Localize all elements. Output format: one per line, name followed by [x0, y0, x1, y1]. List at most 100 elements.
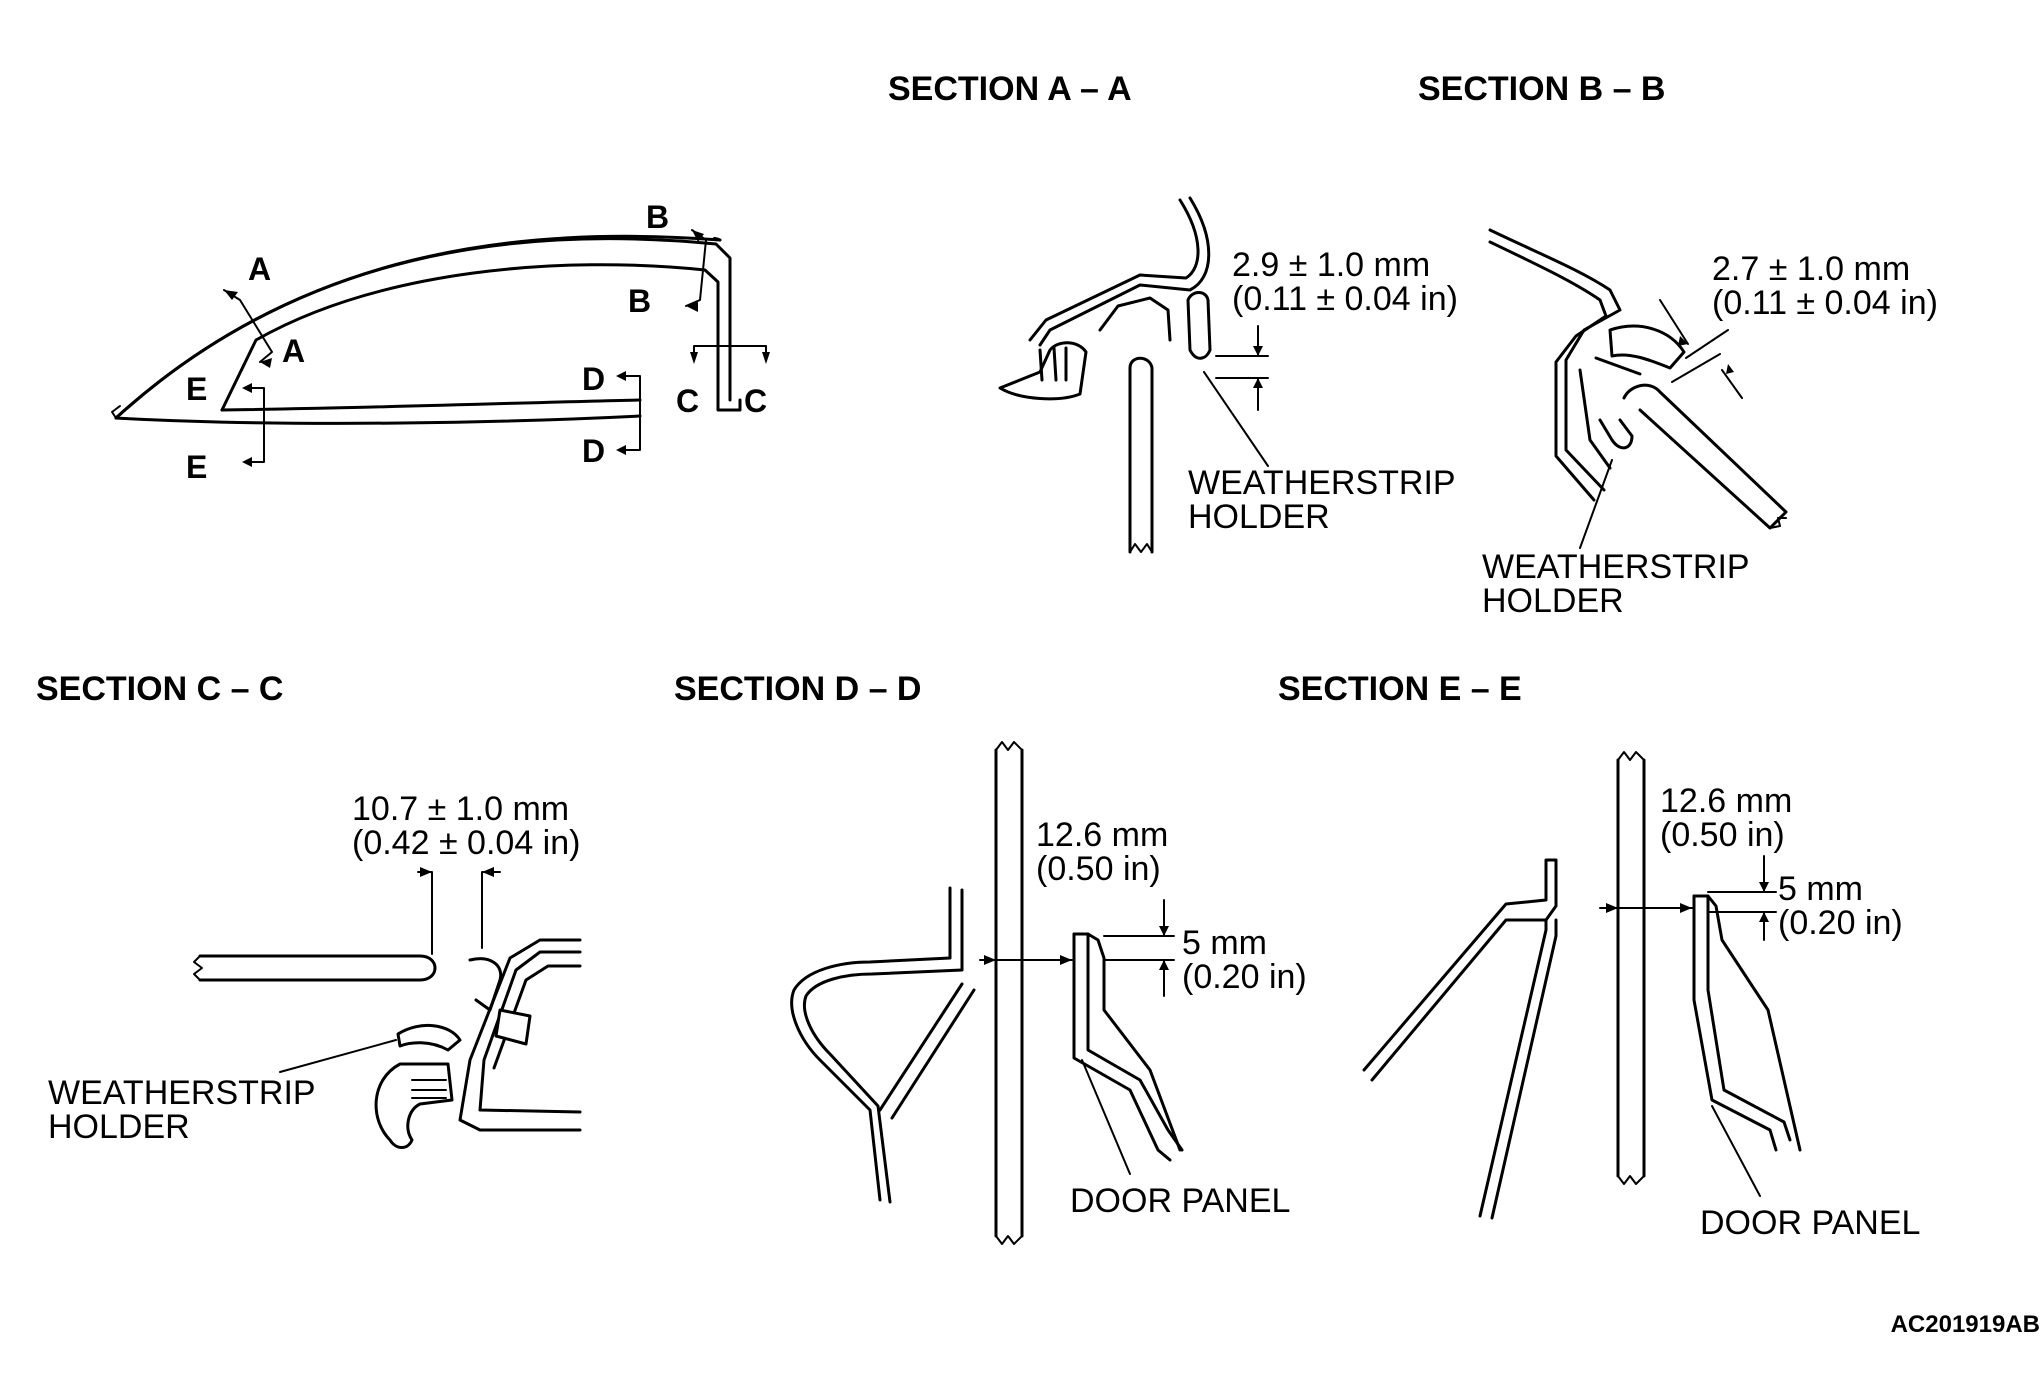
aa-outer-panel — [1038, 196, 1211, 347]
cc-clip-block — [494, 1008, 532, 1046]
cc-dim-mm: 10.7 ± 1.0 mm — [352, 790, 569, 828]
cut-line-c — [693, 345, 767, 353]
cut-label-e1: E — [186, 371, 207, 407]
cc-dim-in: (0.42 ± 0.04 in) — [352, 824, 580, 862]
ee-glass-break-top — [1617, 751, 1645, 761]
dd-callout-leader — [1081, 1059, 1131, 1175]
bb-glass-break — [1769, 517, 1787, 529]
cc-callout-2: HOLDER — [48, 1108, 190, 1146]
ee-door-panel-inner — [1706, 894, 1792, 1142]
section-cc: SECTION C – C 10.7 ± 1.0 mm (0.42 ± 0.04… — [36, 670, 582, 1149]
ee-glass-break-bot — [1617, 1175, 1645, 1185]
ee-glass — [1616, 758, 1646, 1178]
dd-door-panel — [1072, 932, 1172, 1162]
section-bb: SECTION B – B 2.7 ± 1.0 mm (0.11 ± 0.04 … — [1418, 70, 1938, 620]
rear-bracket — [716, 398, 742, 412]
ee-trim-inner — [1478, 918, 1558, 1220]
dd-dim1-in: (0.50 in) — [1036, 850, 1161, 888]
section-bb-title: SECTION B – B — [1418, 70, 1665, 108]
dd-dim1-mm: 12.6 mm — [1036, 816, 1168, 854]
bb-roof-panel-inner — [1488, 240, 1608, 502]
cut-label-c2: C — [744, 383, 767, 419]
bb-dim-mm: 2.7 ± 1.0 mm — [1712, 250, 1910, 288]
aa-inner-flange — [1098, 296, 1172, 342]
aa-outer-panel-inner — [1028, 198, 1200, 342]
cc-glass-break — [193, 955, 203, 981]
aa-glass-break — [1129, 543, 1153, 553]
ee-callout: DOOR PANEL — [1700, 1204, 1920, 1242]
bb-holder-body — [1578, 356, 1642, 470]
dd-callout: DOOR PANEL — [1070, 1182, 1290, 1220]
cc-holder — [396, 1023, 462, 1052]
cc-callout-leader — [279, 1039, 397, 1073]
section-ee-title: SECTION E – E — [1278, 670, 1522, 708]
aa-callout-leader — [1203, 371, 1269, 467]
dd-glass-break-top — [995, 741, 1023, 751]
cc-panel-outer — [458, 938, 582, 1132]
cut-label-b2: B — [628, 283, 651, 319]
aa-callout-2: HOLDER — [1188, 498, 1330, 536]
cut-label-a1: A — [248, 251, 271, 287]
glass-outer-edge — [114, 237, 732, 420]
section-aa: SECTION A – A 2.9 ± 1.0 mm (0.11 ± 0.04 … — [888, 70, 1458, 554]
dd-trim-diag — [878, 982, 976, 1120]
dd-door-panel-top — [1072, 932, 1182, 1152]
ee-dim-lines — [1599, 855, 1777, 941]
bb-callout-1: WEATHERSTRIP — [1482, 548, 1750, 586]
section-dd-title: SECTION D – D — [674, 670, 921, 708]
cc-glass — [198, 954, 437, 982]
bb-callout-leader — [1579, 459, 1613, 549]
ee-dim2-in: (0.20 in) — [1778, 904, 1903, 942]
dd-dim-lines — [979, 899, 1175, 997]
section-dd: SECTION D – D 12.6 mm (0.50 in) 5 mm (0.… — [674, 670, 1307, 1245]
cut-label-d1: D — [582, 361, 605, 397]
aa-dim-mm: 2.9 ± 1.0 mm — [1232, 246, 1430, 284]
section-ee: SECTION E – E 12.6 mm (0.50 in) 5 mm (0.… — [1278, 670, 1920, 1242]
overview-drawing: A A B B C C D D E E — [111, 199, 770, 485]
bb-dim-lines — [1659, 299, 1743, 399]
bb-dim-in: (0.11 ± 0.04 in) — [1712, 284, 1938, 322]
dd-door-panel-inner — [1086, 932, 1184, 1152]
dd-dim2-mm: 5 mm — [1182, 924, 1267, 962]
bb-weatherstrip — [1608, 324, 1686, 370]
aa-seal — [998, 341, 1088, 401]
cut-label-c1: C — [676, 383, 699, 419]
cut-label-a2: A — [282, 333, 305, 369]
ee-door-panel — [1692, 894, 1778, 1152]
figure-code: AC201919AB — [1891, 1311, 2040, 1338]
bb-callout-2: HOLDER — [1482, 582, 1624, 620]
cc-dim-lines — [417, 871, 501, 955]
bb-glass — [1622, 383, 1788, 530]
aa-holder — [1186, 291, 1212, 360]
section-cc-title: SECTION C – C — [36, 670, 283, 708]
cc-seal — [374, 1062, 454, 1149]
beltline-upper — [220, 398, 642, 412]
cut-label-b1: B — [646, 199, 669, 235]
beltline-lower — [114, 414, 642, 425]
dd-dim2-in: (0.20 in) — [1182, 958, 1307, 996]
dd-glass — [994, 748, 1024, 1238]
aa-glass — [1128, 356, 1154, 554]
front-tip — [111, 405, 121, 419]
ee-door-panel-top — [1692, 894, 1802, 1152]
ee-dim2-mm: 5 mm — [1778, 870, 1863, 908]
dd-trim — [790, 886, 952, 1202]
cut-line-e — [245, 387, 265, 463]
cut-line-d — [619, 375, 641, 451]
dd-trim-inner — [803, 888, 964, 1204]
cut-label-d2: D — [582, 433, 605, 469]
dd-glass-break-bot — [995, 1235, 1023, 1245]
glass-inner-edge — [220, 263, 720, 412]
ee-dim1-in: (0.50 in) — [1660, 816, 1785, 854]
cut-line-a — [223, 289, 273, 363]
ee-callout-leader — [1711, 1105, 1761, 1197]
cc-callout-1: WEATHERSTRIP — [48, 1074, 316, 1112]
cc-seal-lips — [411, 1079, 447, 1099]
aa-dim-in: (0.11 ± 0.04 in) — [1232, 280, 1458, 318]
ee-dim1-mm: 12.6 mm — [1660, 782, 1792, 820]
ee-trim-outer — [1362, 858, 1558, 1082]
cut-label-e2: E — [186, 449, 207, 485]
aa-dim-lines — [1215, 325, 1269, 411]
